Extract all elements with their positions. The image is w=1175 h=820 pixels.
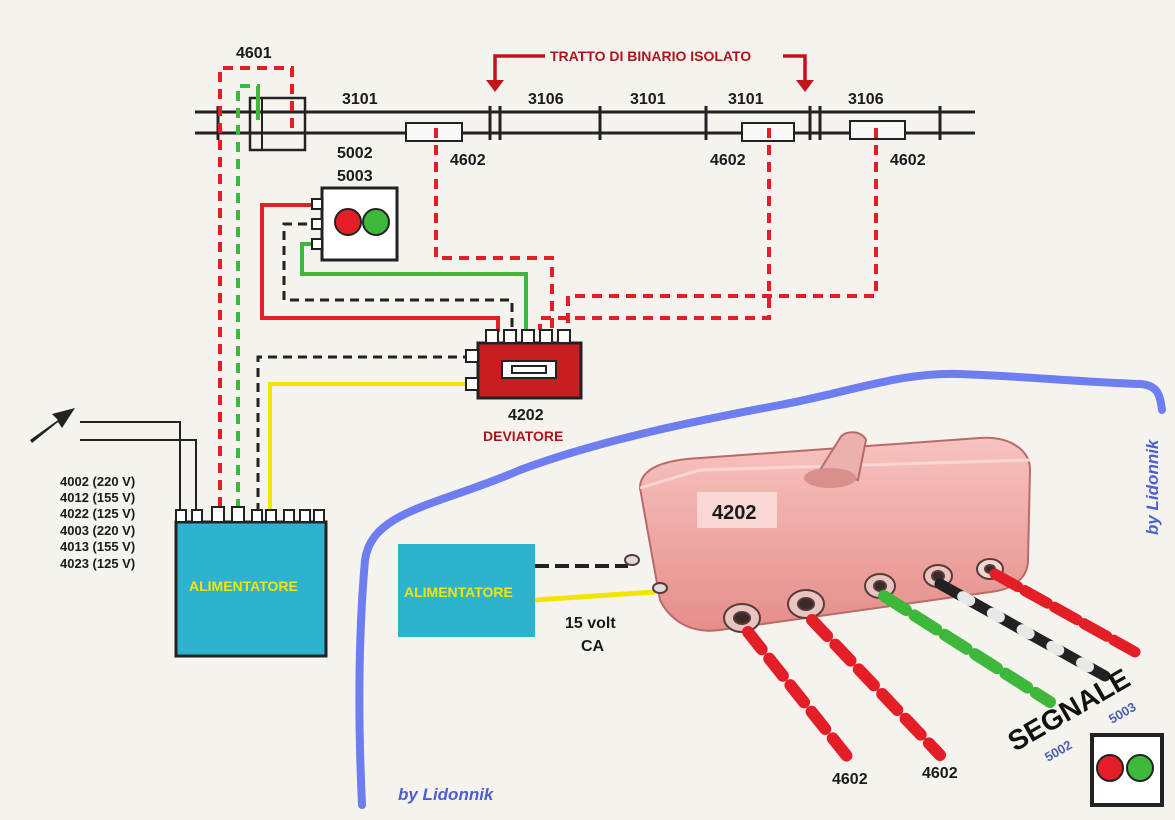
isolated-section-marker (493, 54, 807, 84)
power-option: 4012 (155 V) (60, 490, 135, 505)
voltage-label: CA (581, 638, 605, 655)
power-supply-schematic (174, 506, 328, 658)
signature: by Lidonnik (398, 785, 495, 804)
signal-code-label: 5002 (337, 145, 373, 162)
signal-code-label: 5003 (337, 168, 373, 185)
contact-track-label: 4602 (890, 152, 926, 169)
signal-photo (1090, 733, 1164, 807)
uncoupler-label: 4601 (236, 45, 272, 62)
wire-red-dashed-contact-2 (538, 128, 771, 330)
photo-cables (742, 568, 1141, 766)
switch-name-label: DEVIATORE (483, 428, 563, 444)
power-option: 4022 (125 V) (60, 506, 135, 521)
power-option: 4013 (155 V) (60, 539, 135, 554)
plug-icon (30, 408, 75, 443)
power-supply-label: ALIMENTATORE (189, 578, 298, 594)
signal-green-light-icon (362, 208, 390, 236)
wire-red-dashed-4601 (218, 66, 294, 515)
wire-green-signal (300, 242, 528, 332)
wire-black-power (256, 355, 472, 515)
power-option: 4023 (125 V) (60, 556, 135, 571)
contact-track-label: 4602 (710, 152, 746, 169)
divider-line (355, 369, 1166, 809)
power-options-list: 4002 (220 V) 4012 (155 V) 4022 (125 V) 4… (60, 474, 135, 571)
contact-track-label: 4602 (450, 152, 486, 169)
signal-schematic (311, 186, 399, 262)
switch-photo-label: 4202 (712, 502, 757, 524)
wire-red-signal (260, 203, 500, 332)
signal-photo-green-icon (1126, 754, 1154, 782)
signal-photo-red-icon (1096, 754, 1124, 782)
signal-photo-code: 5002 (1042, 737, 1075, 764)
switch-photo (624, 431, 1032, 633)
wire-yellow-power (268, 382, 472, 515)
track-label: 3101 (342, 91, 378, 108)
track-label: 3101 (630, 91, 666, 108)
switch-schematic (465, 329, 583, 400)
power-option: 4003 (220 V) (60, 523, 135, 538)
cable-code-label: 4602 (832, 771, 868, 788)
wire-red-dashed-contact-3 (566, 128, 878, 330)
signal-red-light-icon (334, 208, 362, 236)
signature: by Lidonnik (1143, 438, 1162, 535)
power-supply-photo (398, 544, 535, 637)
power-supply-photo-label: ALIMENTATORE (404, 584, 513, 600)
isolated-section-label: TRATTO DI BINARIO ISOLATO (550, 48, 751, 64)
track-label: 3101 (728, 91, 764, 108)
track-label: 3106 (528, 91, 564, 108)
wire-green-dashed-4601 (236, 84, 260, 515)
wire-black-signal (282, 222, 514, 332)
wire-red-dashed-contact-1 (434, 128, 554, 330)
voltage-label: 15 volt (565, 615, 616, 632)
power-option: 4002 (220 V) (60, 474, 135, 489)
uncoupler-4601 (248, 96, 307, 152)
cable-code-label: 4602 (922, 765, 958, 782)
track-label: 3106 (848, 91, 884, 108)
switch-code-label: 4202 (508, 407, 544, 424)
mains-cable (80, 421, 197, 515)
